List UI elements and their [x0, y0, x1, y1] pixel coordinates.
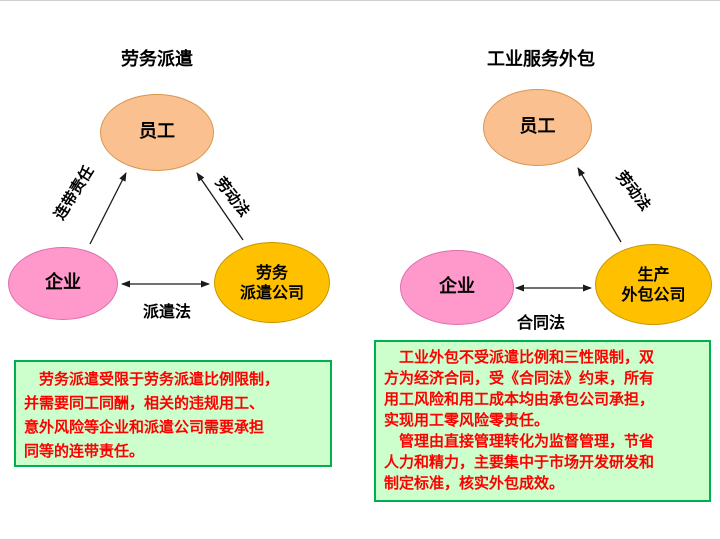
left-node-dispatch-company: 劳务 派遣公司	[214, 242, 330, 323]
left-arrow-enterprise-to-employee	[89, 172, 127, 245]
left-arrow-company-to-employee	[196, 172, 244, 241]
right-arrow-company-to-employee	[577, 167, 622, 243]
left-node-employee: 员工	[100, 94, 214, 171]
right-diagram-title: 工业服务外包	[487, 49, 595, 70]
right-node-employee: 员工	[483, 89, 592, 166]
right-node-enterprise: 企业	[400, 250, 514, 325]
left-note-box: 劳务派遣受限于劳务派遣比例限制， 并需要同工同酬，相关的违规用工、 意外风险等企…	[14, 360, 332, 467]
left-edge-label-dispatch-law: 派遣法	[142, 302, 191, 321]
left-node-enterprise: 企业	[8, 247, 118, 320]
right-node-outsourcing-company: 生产 外包公司	[595, 244, 712, 325]
right-note-box: 工业外包不受派遣比例和三性限制，双 方为经济合同，受《合同法》约束，所有 用工风…	[374, 340, 711, 502]
right-edge-label-contract-law: 合同法	[516, 313, 565, 332]
left-diagram-title: 劳务派遣	[121, 49, 193, 70]
